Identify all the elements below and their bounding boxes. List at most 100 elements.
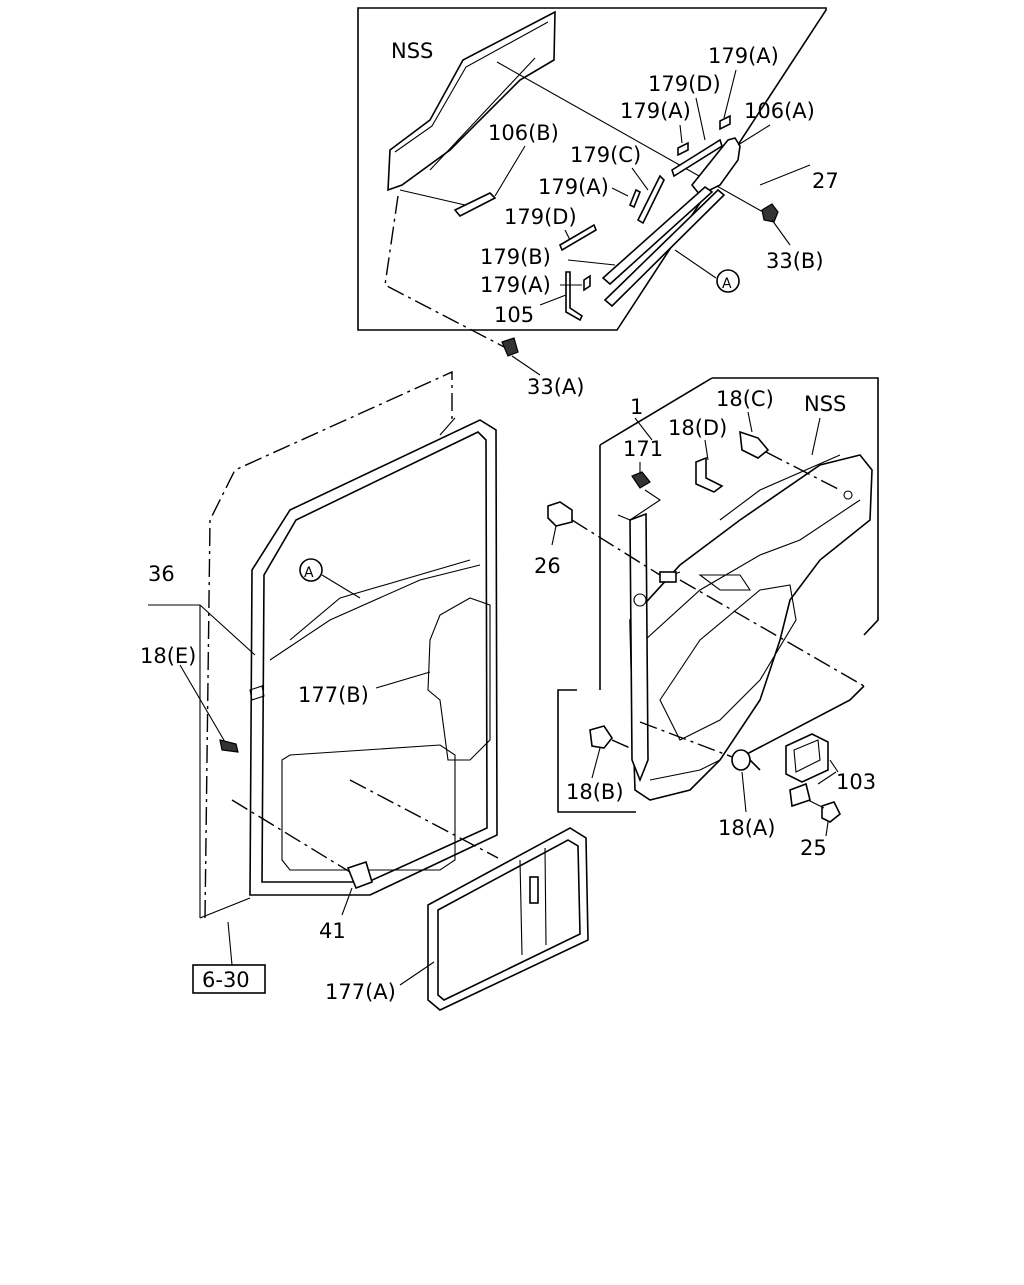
part-106b (453, 192, 497, 218)
leader-27 (759, 164, 811, 186)
label-nss-top: NSS (391, 39, 433, 63)
label-18c: 18(C) (716, 387, 774, 411)
leader-18d (704, 439, 709, 461)
leader-circle-a-door (321, 574, 361, 599)
label-179b: 179(B) (480, 245, 551, 269)
leader-26 (551, 525, 557, 546)
trim-clip-bracket (659, 571, 677, 583)
part-33a-clip (501, 337, 519, 357)
label-106b: 106(B) (488, 121, 559, 145)
trim-handle-recess (698, 574, 752, 591)
trim-bottom-edge (649, 759, 721, 781)
label-33b: 33(B) (766, 249, 824, 273)
label-179c: 179(C) (570, 143, 641, 167)
label-179a-2: 179(A) (620, 99, 691, 123)
trim-upper-groove (644, 499, 861, 641)
leader-103-bracket (817, 771, 837, 785)
trim-armrest-pocket (659, 584, 797, 741)
top-inset-group (357, 7, 827, 331)
part-179a-2 (677, 141, 689, 157)
trim-clip-hole (843, 490, 853, 500)
weatherstrip-36-outer (249, 419, 498, 896)
part-179b-rear (603, 188, 726, 308)
label-41: 41 (319, 919, 346, 943)
nss-trim-edge (394, 21, 549, 153)
leader-18b (591, 747, 601, 779)
leader-179a-3 (611, 187, 629, 197)
door-outline-phantom (204, 370, 453, 919)
nss-trim-panel (387, 10, 556, 192)
trim-top-crease (719, 454, 841, 521)
window-frame-inner (437, 839, 581, 1001)
label-179a-1: 179(A) (708, 44, 779, 68)
weatherstrip-36-inner (261, 431, 488, 883)
leader-33b (771, 219, 791, 246)
sliding-window-group (399, 827, 589, 1011)
leader-18e (179, 664, 226, 743)
label-177b: 177(B) (298, 683, 369, 707)
door-inner-top (439, 417, 456, 436)
part-179a-3 (628, 188, 642, 209)
leader-179d-2 (564, 229, 571, 241)
guide-line-25 (807, 799, 825, 809)
part-18b-clip (589, 725, 613, 749)
ref-box-frame[interactable] (192, 964, 266, 994)
leader-179c (631, 167, 649, 191)
part-18c-clip (739, 430, 770, 459)
leader-nss-right (811, 417, 821, 456)
door-hole-177b (427, 597, 491, 761)
window-divider-2 (544, 847, 547, 946)
part-179a-1 (719, 114, 731, 131)
part-25-screw (821, 801, 842, 823)
window-divider-1 (519, 859, 523, 956)
label-179a-4: 179(A) (480, 273, 551, 297)
label-18a: 18(A) (718, 816, 775, 840)
right-inset-frame-diag (599, 377, 713, 446)
label-18d: 18(D) (668, 416, 727, 440)
door-lower-pocket (281, 744, 456, 871)
part-18e-clip (219, 739, 239, 753)
part-179d-2 (559, 223, 597, 252)
part-103-handle (785, 733, 829, 783)
label-circle-a-top: A (722, 276, 732, 292)
guide-line-26 (571, 519, 661, 576)
label-18e: 18(E) (140, 644, 196, 668)
part-26-clip (547, 501, 573, 527)
label-106a: 106(A) (744, 99, 815, 123)
leader-177a (399, 961, 435, 986)
label-179d-2: 179(D) (504, 205, 577, 229)
leader-106a (737, 124, 771, 146)
part-179b-front (601, 185, 714, 286)
label-25: 25 (800, 836, 827, 860)
part-105-clip (565, 271, 584, 322)
door-trim-panel (629, 454, 873, 801)
guide-line-41 (231, 799, 351, 873)
leader-103 (829, 759, 839, 773)
guide-line-18b (611, 739, 631, 749)
part-103-handle-face (793, 739, 821, 773)
leader-circle-a-top (674, 249, 717, 279)
right-inset-frame-lower (743, 685, 865, 771)
label-33a: 33(A) (527, 375, 584, 399)
part-171-guide (617, 489, 661, 521)
nss-trim-inner-line (429, 57, 536, 171)
label-nss-right: NSS (804, 392, 846, 416)
label-ref-6-30[interactable]: 6-30 (202, 968, 250, 992)
callout-circle-a-door (299, 558, 323, 582)
part-33b-clip (761, 203, 779, 223)
label-18b: 18(B) (566, 780, 624, 804)
label-179d-1: 179(D) (648, 72, 721, 96)
right-inset-group (547, 377, 879, 837)
leader-18a (741, 771, 747, 813)
label-179a-3: 179(A) (538, 175, 609, 199)
leader-179a-2 (679, 124, 683, 144)
label-36: 36 (148, 562, 175, 586)
leader-36-strip (199, 604, 256, 656)
door-handle-recess (249, 685, 265, 701)
leader-105 (539, 294, 567, 306)
leader-ref-6-30 (227, 921, 233, 966)
leader-1 (634, 417, 653, 441)
label-171: 171 (623, 437, 663, 461)
